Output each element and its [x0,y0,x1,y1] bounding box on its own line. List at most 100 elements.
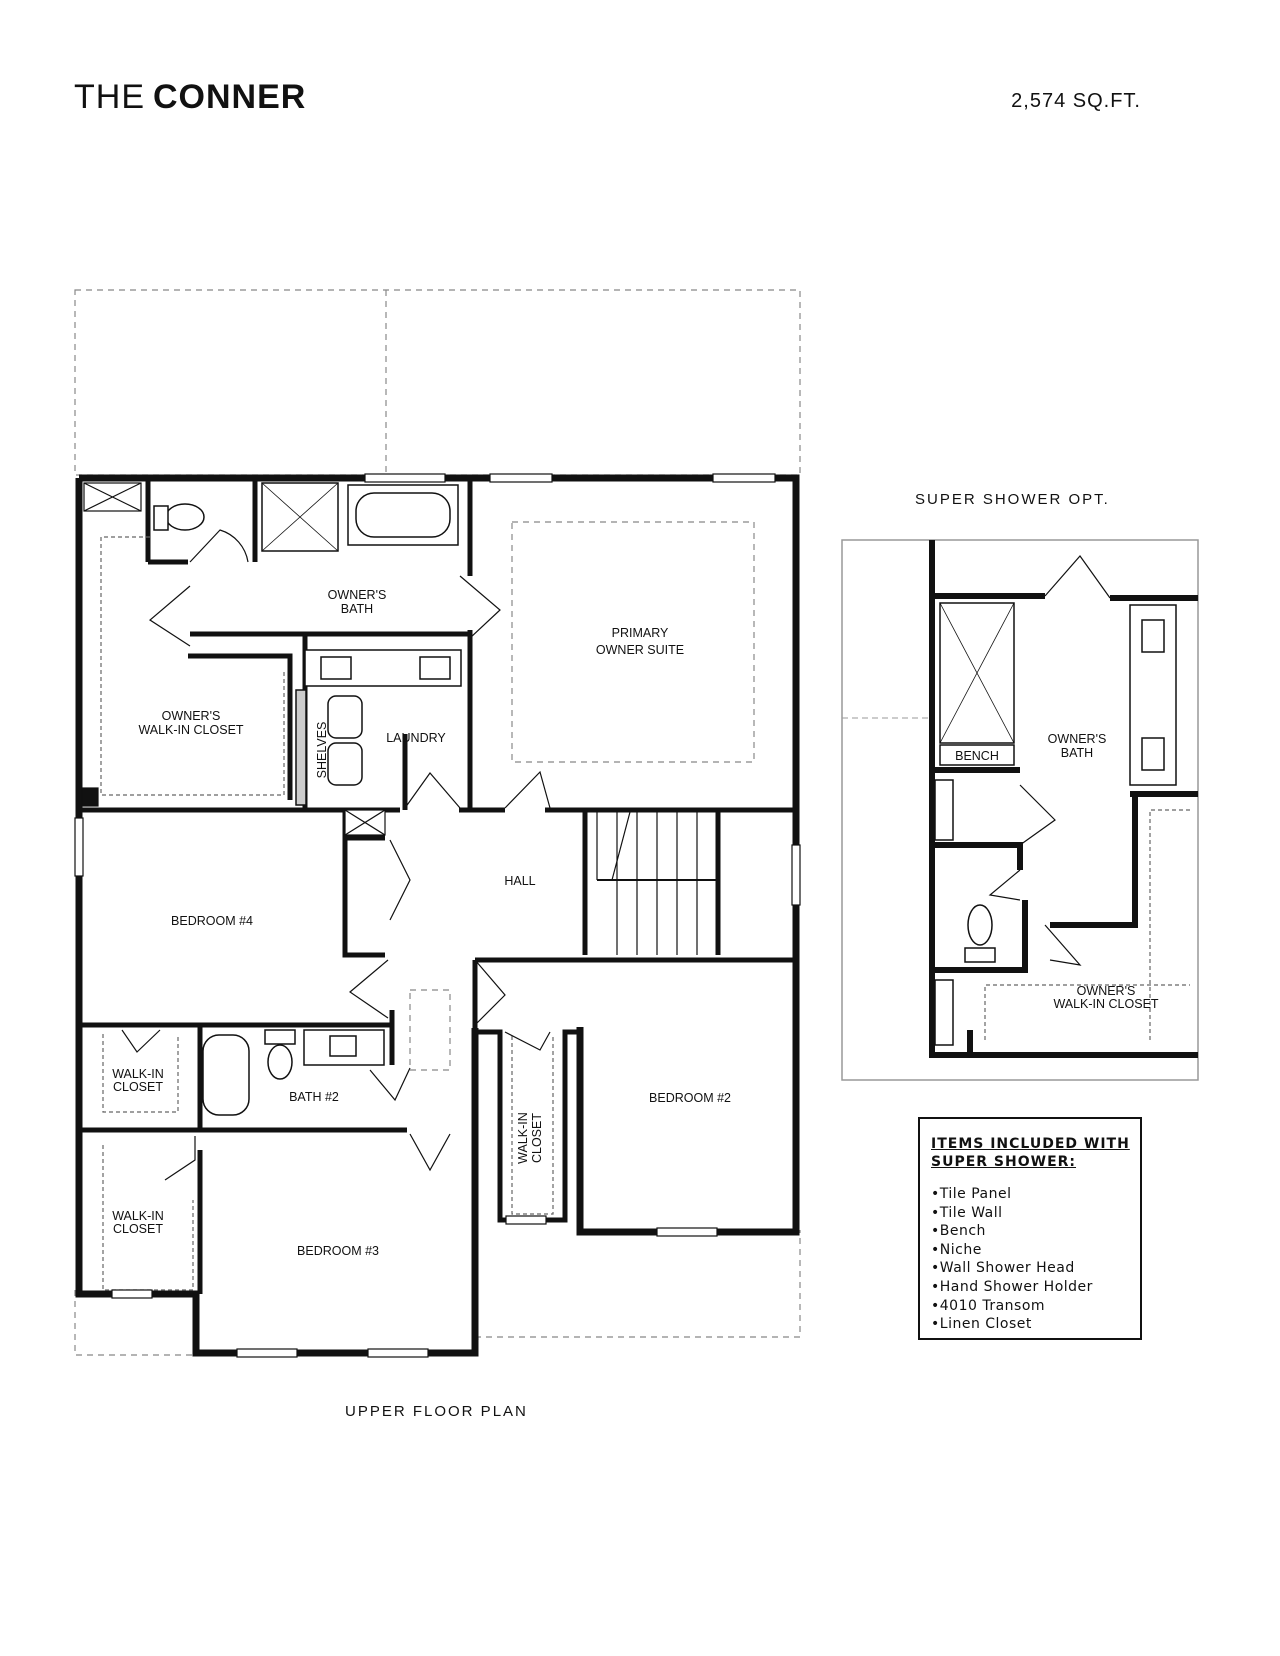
door-linen [389,839,411,921]
door-closet-a [121,1029,161,1053]
label-laundry: LAUNDRY [386,731,446,745]
window-bath [364,473,446,483]
label-owners-bath-2: BATH [341,602,373,616]
door-closet-owner [148,585,191,647]
label-closet-b-2: CLOSET [113,1222,163,1236]
inset-sink-1 [1141,619,1165,653]
owner-toilet [165,503,205,531]
label-closet-c-1: WALK-IN [516,1112,530,1164]
door-bath2 [369,1067,411,1102]
dryer [327,742,363,786]
label-bedroom2: BEDROOM #2 [649,1091,731,1105]
label-owner-closet-2: WALK-IN CLOSET [138,723,243,737]
label-closet-a-1: WALK-IN [112,1067,164,1081]
inset-fixtures [934,602,1177,1046]
door-swings [121,529,551,1181]
inset-label-bath-1: OWNER'S [1048,732,1107,746]
stair-break [611,811,631,881]
inset-wall-closet-west [1050,794,1138,928]
door-laundry [404,772,461,809]
inset-label-bench: BENCH [955,749,999,763]
door-closet-b [164,1136,196,1181]
bath2-toilet-tank [264,1029,296,1045]
label-closet-a-2: CLOSET [113,1080,163,1094]
closet-c-shelf [511,1036,554,1215]
legend-item: Tile Wall [931,1204,1130,1223]
inset-door-bath [1044,555,1111,599]
door-wc [189,529,249,563]
bath2-tub [202,1034,250,1116]
interior-walls [79,478,796,1294]
wall-linen-closet [342,810,385,958]
legend-item: Tile Panel [931,1185,1130,1204]
bath2-sink [329,1035,357,1057]
chase-1-x2 [83,482,142,512]
window-bedroom3-2 [367,1348,429,1358]
inset-label-closet-1: OWNER'S [1077,984,1136,998]
inset-linen-2 [934,979,954,1046]
inset-wall-west [929,596,1198,1058]
exterior-walls [75,474,800,1357]
tray-ceiling-outline [511,521,755,763]
porch-outline-left [74,1290,195,1356]
wall-closet-east [188,653,293,800]
inset-wall-wc-bottom [932,900,1028,973]
door-bedroom2 [474,959,506,1026]
door-bedroom3 [409,1133,451,1172]
label-closet-b-1: WALK-IN [112,1209,164,1223]
label-hall: HALL [504,874,535,888]
door-suite [459,575,501,639]
chase-2-x2 [344,809,386,836]
plan-title-prefix: THE [74,78,145,116]
fixtures [153,482,462,1116]
window-bedroom4 [74,817,84,877]
legend-title-line1: ITEMS INCLUDED WITH [931,1136,1130,1152]
legend-title-line2: SUPER SHOWER: [931,1154,1077,1170]
legend-item: Bench [931,1222,1130,1241]
owner-sink-1 [320,656,352,680]
inset-linen [934,779,954,841]
owner-sink-2 [419,656,451,680]
bench [939,744,1015,766]
label-closet-c-2: CLOSET [530,1113,544,1163]
inset-walls [929,540,1198,1058]
window-closet-b [111,1289,153,1299]
inset-closet-shelf [984,984,1190,1040]
closet-a-shelf [102,1034,179,1113]
inset-label-bath-2: BATH [1061,746,1093,760]
inset-toilet [967,904,993,946]
attic-access-outline [409,989,451,1071]
legend-item: 4010 Transom [931,1297,1130,1316]
inset-toilet-tank [964,947,996,963]
legend-item: Hand Shower Holder [931,1278,1130,1297]
bath2-toilet [267,1044,293,1080]
legend-item: Niche [931,1241,1130,1260]
inset-door-wc [1019,784,1056,846]
label-bedroom4: BEDROOM #4 [171,914,253,928]
super-shower-caption: SUPER SHOWER OPT. [915,491,1110,508]
window-bedroom2 [656,1227,718,1237]
plan-title-name: CONNER [153,78,307,116]
wall-exterior-right [79,474,800,1236]
windows [74,473,801,1358]
inset-label-closet-2: WALK-IN CLOSET [1053,997,1158,1011]
inset-sink-2 [1141,737,1165,771]
square-footage: 2,574 SQ.FT. [1011,90,1141,112]
door-closet-c [504,1031,551,1051]
label-shelves: SHELVES [315,722,329,779]
room-labels: OWNER'S BATH PRIMARY OWNER SUITE OWNER'S… [112,588,731,1258]
owner-closet-shelf [100,536,285,796]
legend-item: Linen Closet [931,1315,1130,1334]
floor-plan-caption: UPPER FLOOR PLAN [345,1403,528,1420]
staircase [596,811,718,955]
inset-door-wc-swing [988,869,1021,901]
label-owners-bath-1: OWNER'S [328,588,387,602]
door-bedroom4 [349,959,389,1019]
porch-outline-right [477,1230,801,1340]
super-shower-inset: BENCH OWNER'S BATH OWNER'S WALK-IN CLOSE… [841,539,1199,1081]
window-bedroom3-1 [236,1348,298,1358]
window-suite-1 [489,473,553,483]
window-suite-2 [712,473,776,483]
